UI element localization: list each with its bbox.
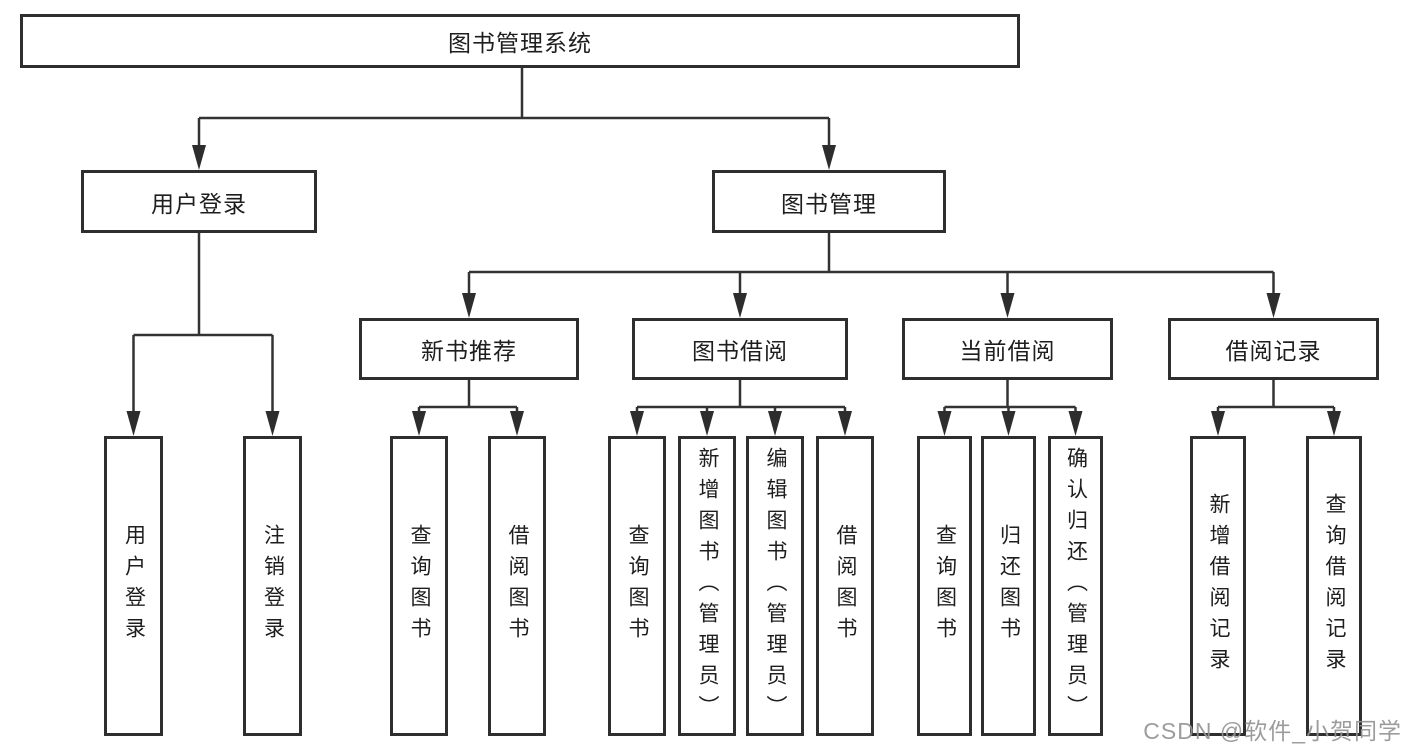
node-book-borrowing-label: 图书借阅 bbox=[692, 338, 788, 364]
leaf-logout-label: 注销登录 bbox=[261, 524, 285, 648]
leaf-br-add-record-label: 新增借阅记录 bbox=[1207, 493, 1231, 679]
leaf-bb-query-books: 查询图书 bbox=[608, 436, 666, 736]
node-book-management-label: 图书管理 bbox=[781, 190, 877, 217]
node-user-login-label: 用户登录 bbox=[151, 190, 247, 217]
arrowhead bbox=[768, 411, 782, 436]
node-user-login: 用户登录 bbox=[81, 170, 317, 233]
arrowheads bbox=[126, 145, 1341, 436]
arrowhead bbox=[733, 293, 747, 318]
node-book-management: 图书管理 bbox=[712, 170, 946, 233]
leaf-bb-borrow-books: 借阅图书 bbox=[816, 436, 874, 736]
arrowhead bbox=[1327, 411, 1341, 436]
node-new-book-recommend-label: 新书推荐 bbox=[421, 338, 517, 364]
arrowhead bbox=[822, 145, 836, 170]
watermark: CSDN @软件_小贺同学 bbox=[1143, 718, 1402, 744]
leaf-cb-confirm-return-admin-label: 确认归还（管理员） bbox=[1064, 446, 1088, 726]
leaf-bb-borrow-books-label: 借阅图书 bbox=[834, 524, 858, 648]
arrowhead bbox=[700, 411, 714, 436]
arrowhead bbox=[1001, 411, 1016, 436]
arrowhead bbox=[265, 411, 280, 436]
leaf-bb-query-books-label: 查询图书 bbox=[626, 524, 650, 648]
arrowhead bbox=[838, 411, 852, 436]
arrowhead bbox=[937, 411, 952, 436]
leaf-cb-return-books-label: 归还图书 bbox=[997, 524, 1021, 648]
leaf-bb-edit-books-admin-label: 编辑图书（管理员） bbox=[764, 446, 788, 726]
leaf-user-login-label: 用户登录 bbox=[122, 524, 146, 648]
leaf-user-login: 用户登录 bbox=[104, 436, 163, 736]
arrowhead bbox=[1000, 293, 1015, 318]
node-current-borrowing-label: 当前借阅 bbox=[959, 338, 1056, 364]
leaf-nbr-borrow-books: 借阅图书 bbox=[488, 436, 546, 736]
arrowhead bbox=[1068, 411, 1083, 436]
node-borrow-records: 借阅记录 bbox=[1168, 318, 1379, 380]
arrowhead bbox=[192, 145, 206, 170]
node-new-book-recommend: 新书推荐 bbox=[359, 318, 579, 380]
node-root-label: 图书管理系统 bbox=[448, 30, 592, 56]
leaf-cb-query-books-label: 查询图书 bbox=[933, 524, 957, 648]
arrowhead bbox=[126, 411, 141, 436]
leaf-cb-confirm-return-admin: 确认归还（管理员） bbox=[1048, 436, 1103, 736]
leaf-bb-add-books-admin: 新增图书（管理员） bbox=[678, 436, 736, 736]
leaf-bb-add-books-admin-label: 新增图书（管理员） bbox=[696, 446, 720, 726]
leaf-nbr-query-books: 查询图书 bbox=[390, 436, 448, 736]
arrowhead bbox=[462, 293, 476, 318]
leaf-cb-query-books: 查询图书 bbox=[917, 436, 972, 736]
leaf-nbr-borrow-books-label: 借阅图书 bbox=[506, 524, 530, 648]
leaf-logout: 注销登录 bbox=[243, 436, 302, 736]
arrowhead bbox=[630, 411, 644, 436]
leaf-cb-return-books: 归还图书 bbox=[981, 436, 1036, 736]
leaf-br-add-record: 新增借阅记录 bbox=[1190, 436, 1246, 736]
arrowhead bbox=[412, 411, 426, 436]
node-root: 图书管理系统 bbox=[20, 14, 1020, 68]
node-book-borrowing: 图书借阅 bbox=[632, 318, 848, 380]
node-current-borrowing: 当前借阅 bbox=[902, 318, 1113, 380]
leaf-br-query-record-label: 查询借阅记录 bbox=[1323, 493, 1347, 679]
leaf-nbr-query-books-label: 查询图书 bbox=[408, 524, 432, 648]
leaf-bb-edit-books-admin: 编辑图书（管理员） bbox=[746, 436, 804, 736]
node-borrow-records-label: 借阅记录 bbox=[1225, 338, 1322, 364]
leaf-br-query-record: 查询借阅记录 bbox=[1306, 436, 1362, 736]
arrowhead bbox=[510, 411, 524, 436]
arrowhead bbox=[1211, 411, 1225, 436]
arrowhead bbox=[1266, 293, 1281, 318]
